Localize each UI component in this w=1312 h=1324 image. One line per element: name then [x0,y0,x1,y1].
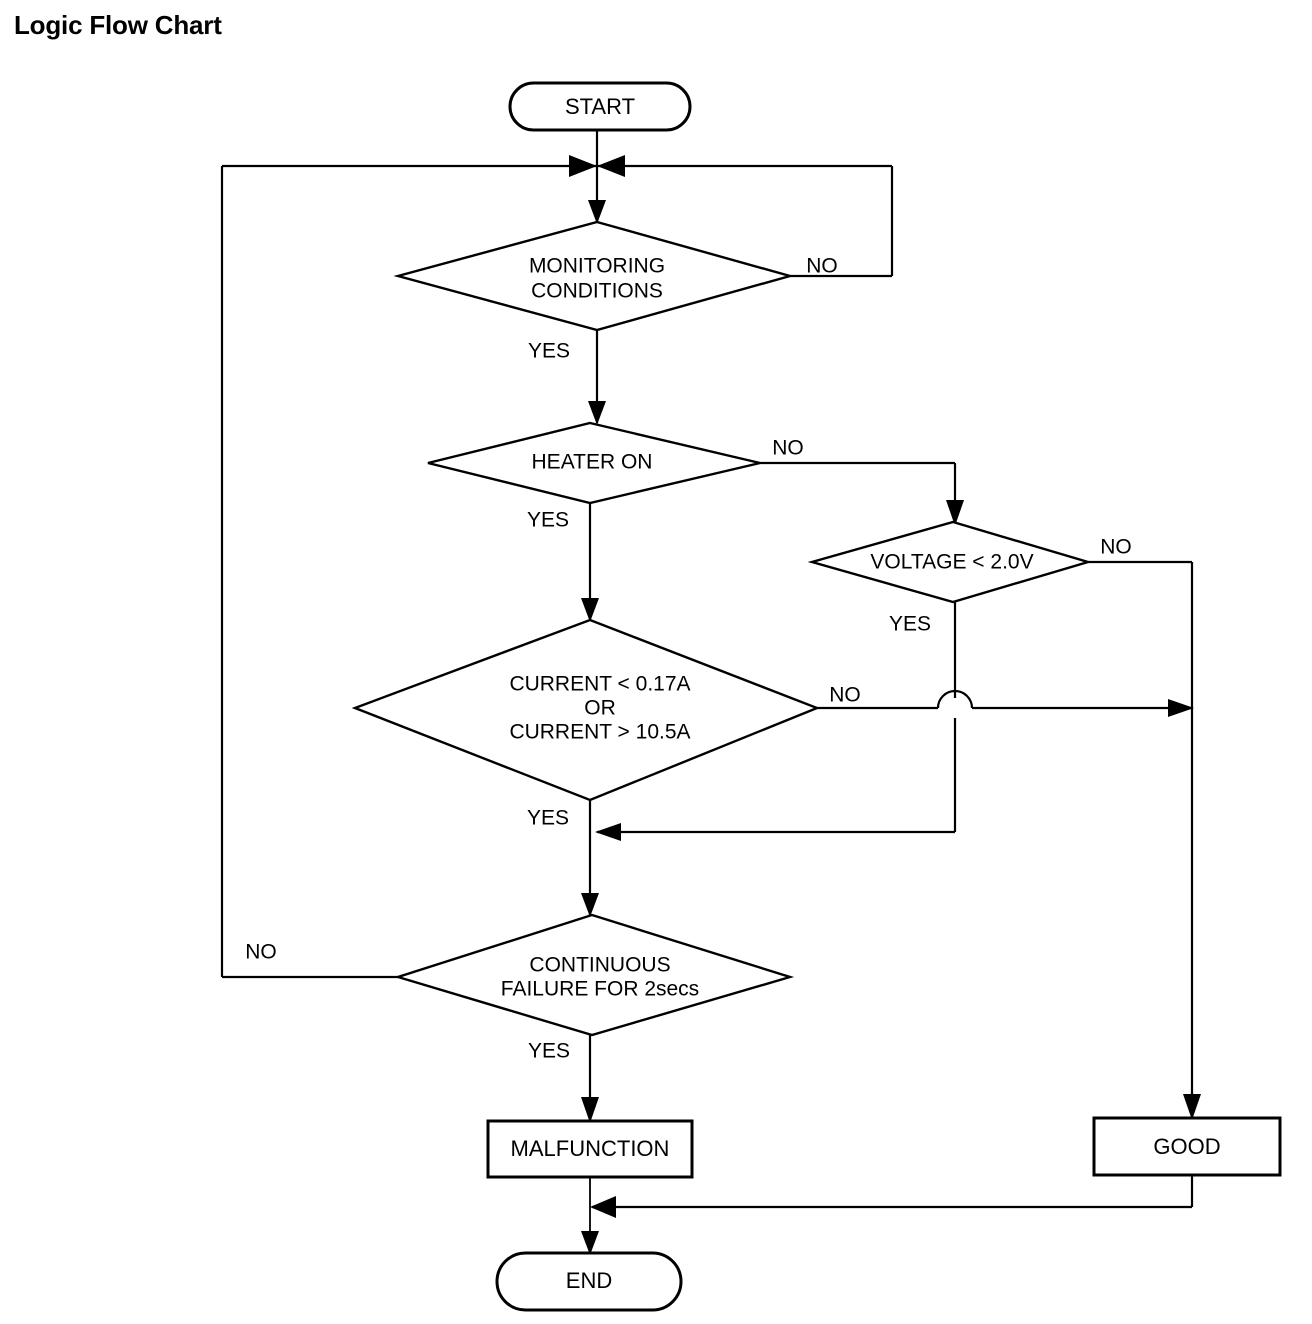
node-end-label: END [566,1268,612,1293]
branch-label-current-yes: YES [527,807,569,830]
arrowhead-loop-left-junction [569,155,597,177]
arrowhead-into-continuous [581,893,599,917]
line-hop-arc [936,689,974,709]
arrowhead-loop-right-junction [597,155,625,177]
branch-label-monitoring-no: NO [806,255,838,278]
node-current-line2: OR [584,697,616,720]
node-current-line1: CURRENT < 0.17A [509,673,690,696]
node-malfunction[interactable] [486,1119,694,1179]
arrowhead-voltage-yes-into-spine [595,823,621,841]
node-monitoring-line1: MONITORING [529,255,665,278]
branch-label-heater-no: NO [772,437,804,460]
node-start-label: START [565,94,635,119]
node-current-line3: CURRENT > 10.5A [509,721,690,744]
node-voltage[interactable] [807,520,1093,604]
arrowhead-into-monitoring [588,200,606,224]
arrowhead-good-into-end-spine [590,1196,616,1218]
node-continuous-line2: FAILURE FOR 2secs [501,978,699,1001]
node-monitoring-line2: CONDITIONS [531,280,663,303]
node-end[interactable] [495,1251,683,1312]
arrowhead-into-heater [588,401,606,425]
branch-label-heater-yes: YES [527,509,569,532]
branch-label-continuous-yes: YES [528,1040,570,1063]
arrowhead-into-current [581,598,599,622]
node-current[interactable] [351,618,821,802]
node-continuous-failure[interactable] [393,913,795,1037]
node-start[interactable] [508,81,692,132]
node-malfunction-label: MALFUNCTION [511,1136,670,1161]
node-voltage-label: VOLTAGE < 2.0V [870,551,1033,574]
node-heater-on[interactable] [427,421,761,505]
node-heater-label: HEATER ON [532,451,653,474]
branch-label-voltage-yes: YES [889,613,931,636]
branch-label-continuous-no: NO [245,941,277,964]
node-good[interactable] [1092,1116,1282,1177]
branch-label-voltage-no: NO [1100,536,1132,559]
arrowhead-into-voltage [946,500,964,526]
branch-label-monitoring-yes: YES [528,340,570,363]
branch-label-current-no: NO [829,684,861,707]
node-monitoring-conditions[interactable] [393,220,795,332]
arrowhead-into-malfunction [581,1097,599,1123]
arrowhead-into-end [581,1231,599,1255]
page-title: Logic Flow Chart [14,10,222,40]
node-good-label: GOOD [1153,1134,1220,1159]
arrowhead-into-good [1183,1094,1201,1120]
arrowhead-current-no-into-good-spine [1168,699,1194,717]
node-continuous-line1: CONTINUOUS [529,954,670,977]
